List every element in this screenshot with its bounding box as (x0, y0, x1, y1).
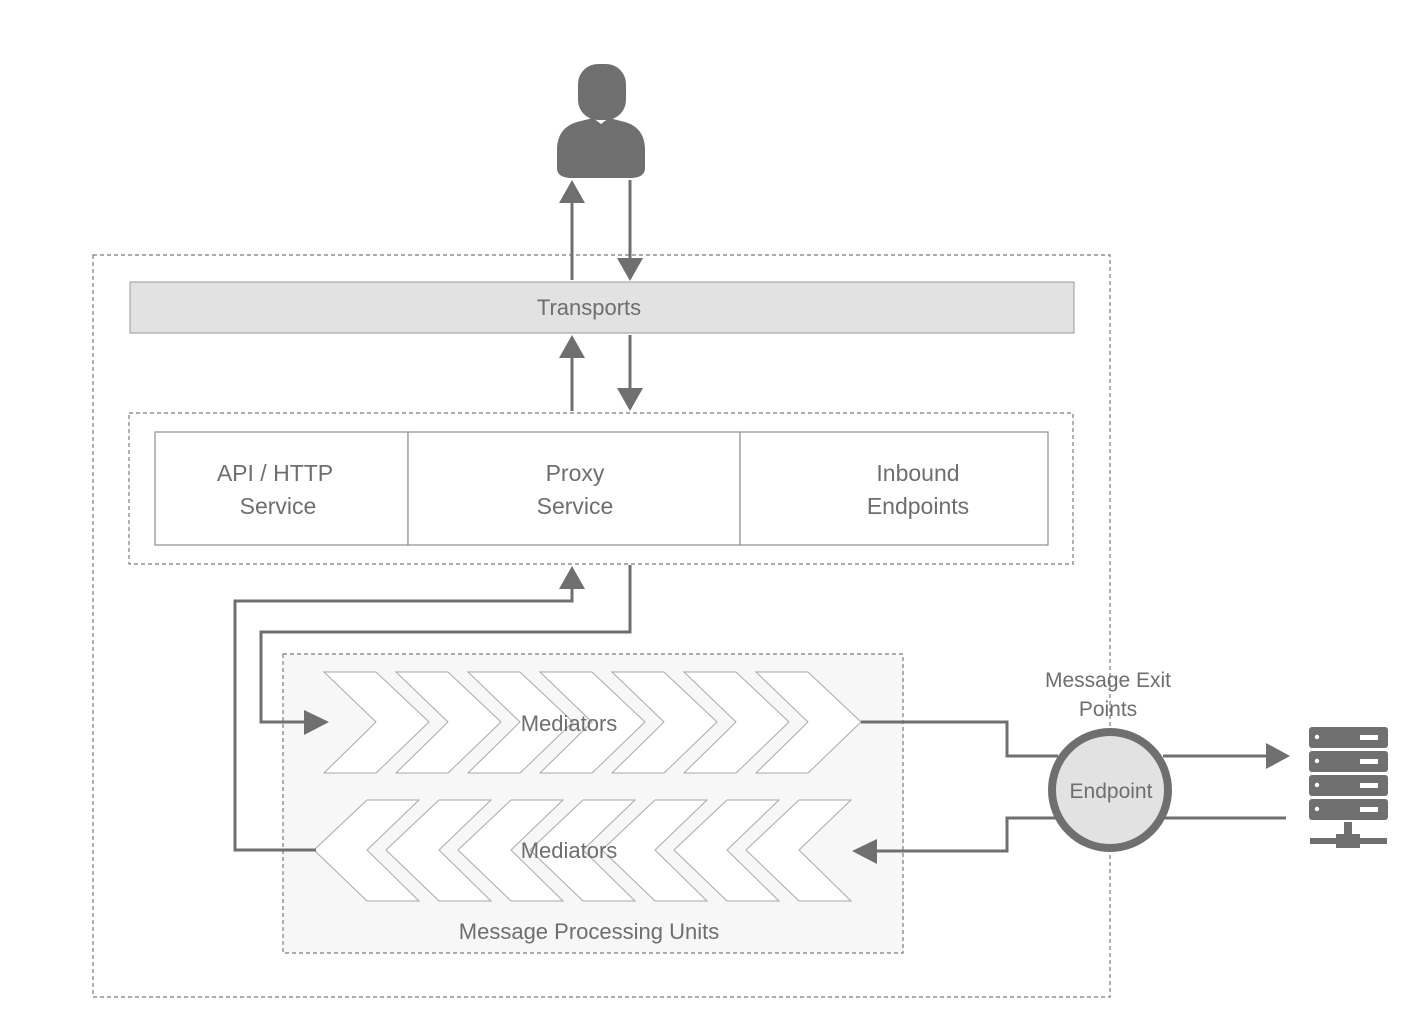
service-proxy-label-2: Service (537, 493, 614, 519)
mediator-chevron (673, 799, 781, 902)
mediator-chevron (745, 799, 853, 902)
mediator-chevron (538, 671, 646, 774)
endpoint-to-mediators-flow (852, 816, 1058, 864)
exit-points-label: Message Exit (1045, 669, 1171, 692)
server-icon (1309, 727, 1388, 848)
mediator-chevron (601, 799, 709, 902)
service-api-http-label-2: Service (240, 493, 317, 519)
mediator-chevron (322, 671, 430, 774)
mediators-out-chain (313, 799, 853, 902)
service-api-http (154, 431, 409, 546)
service-inbound-label-2: Endpoints (867, 493, 969, 519)
services-container (128, 412, 1074, 565)
service-inbound-label: Inbound (876, 460, 959, 486)
mediators-in-chain (322, 671, 862, 774)
outer-container (92, 254, 1111, 998)
mediator-chevron (466, 671, 574, 774)
mediator-chevron (394, 671, 502, 774)
mediator-chevron (610, 671, 718, 774)
mediator-chevron (385, 799, 493, 902)
mediators-to-endpoint-wire (861, 720, 1058, 758)
service-inbound-endpoints (739, 431, 1049, 546)
exit-points-label-2: Points (1079, 698, 1137, 721)
endpoint-node (1048, 728, 1172, 852)
service-to-mediators-flow (259, 565, 632, 735)
mediator-chevron (754, 671, 862, 774)
mediator-chevron (313, 799, 421, 902)
mediators-to-service-flow (233, 566, 585, 852)
endpoint-to-server-flow (1163, 743, 1290, 820)
service-proxy (407, 431, 741, 546)
user-transport-arrows (559, 180, 643, 281)
service-proxy-label: Proxy (546, 460, 605, 486)
transport-service-arrows (559, 335, 643, 411)
user-icon (557, 64, 645, 178)
mediator-chevron (529, 799, 637, 902)
endpoint-label: Endpoint (1070, 780, 1153, 803)
mediator-chevron (457, 799, 565, 902)
service-api-http-label: API / HTTP (217, 460, 333, 486)
mediators-in-label: Mediators (521, 711, 618, 736)
mediator-chevron (682, 671, 790, 774)
processing-units-label: Message Processing Units (459, 919, 719, 944)
transports-bar (129, 281, 1075, 334)
transports-label: Transports (537, 295, 641, 320)
mediators-out-label: Mediators (521, 838, 618, 863)
